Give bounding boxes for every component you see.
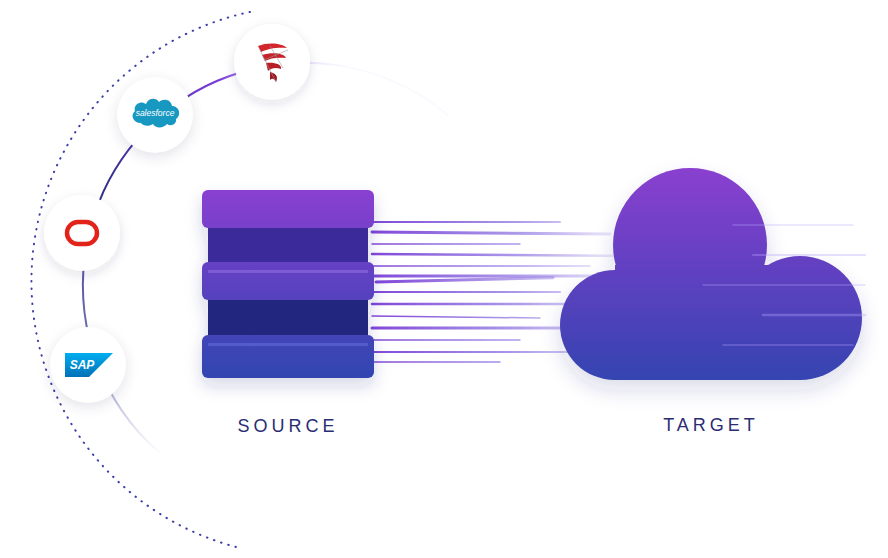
source-database: SOURCE xyxy=(200,188,376,438)
node-label: TARGET xyxy=(553,413,869,437)
target-cloud-shape xyxy=(553,165,869,383)
sql-server-logo xyxy=(234,24,310,100)
oracle-logo xyxy=(44,195,120,271)
sap-logo: SAP xyxy=(50,327,126,403)
target-cloud: TARGET xyxy=(553,165,869,440)
salesforce-logo: salesforce xyxy=(117,77,193,153)
source-orbit xyxy=(83,63,448,504)
data-flow-connector xyxy=(376,278,553,282)
source-database-shape xyxy=(200,188,376,380)
node-label: SOURCE xyxy=(200,414,376,438)
logo-wordmark: SAP xyxy=(65,353,99,377)
logo-wordmark: salesforce xyxy=(117,107,193,119)
